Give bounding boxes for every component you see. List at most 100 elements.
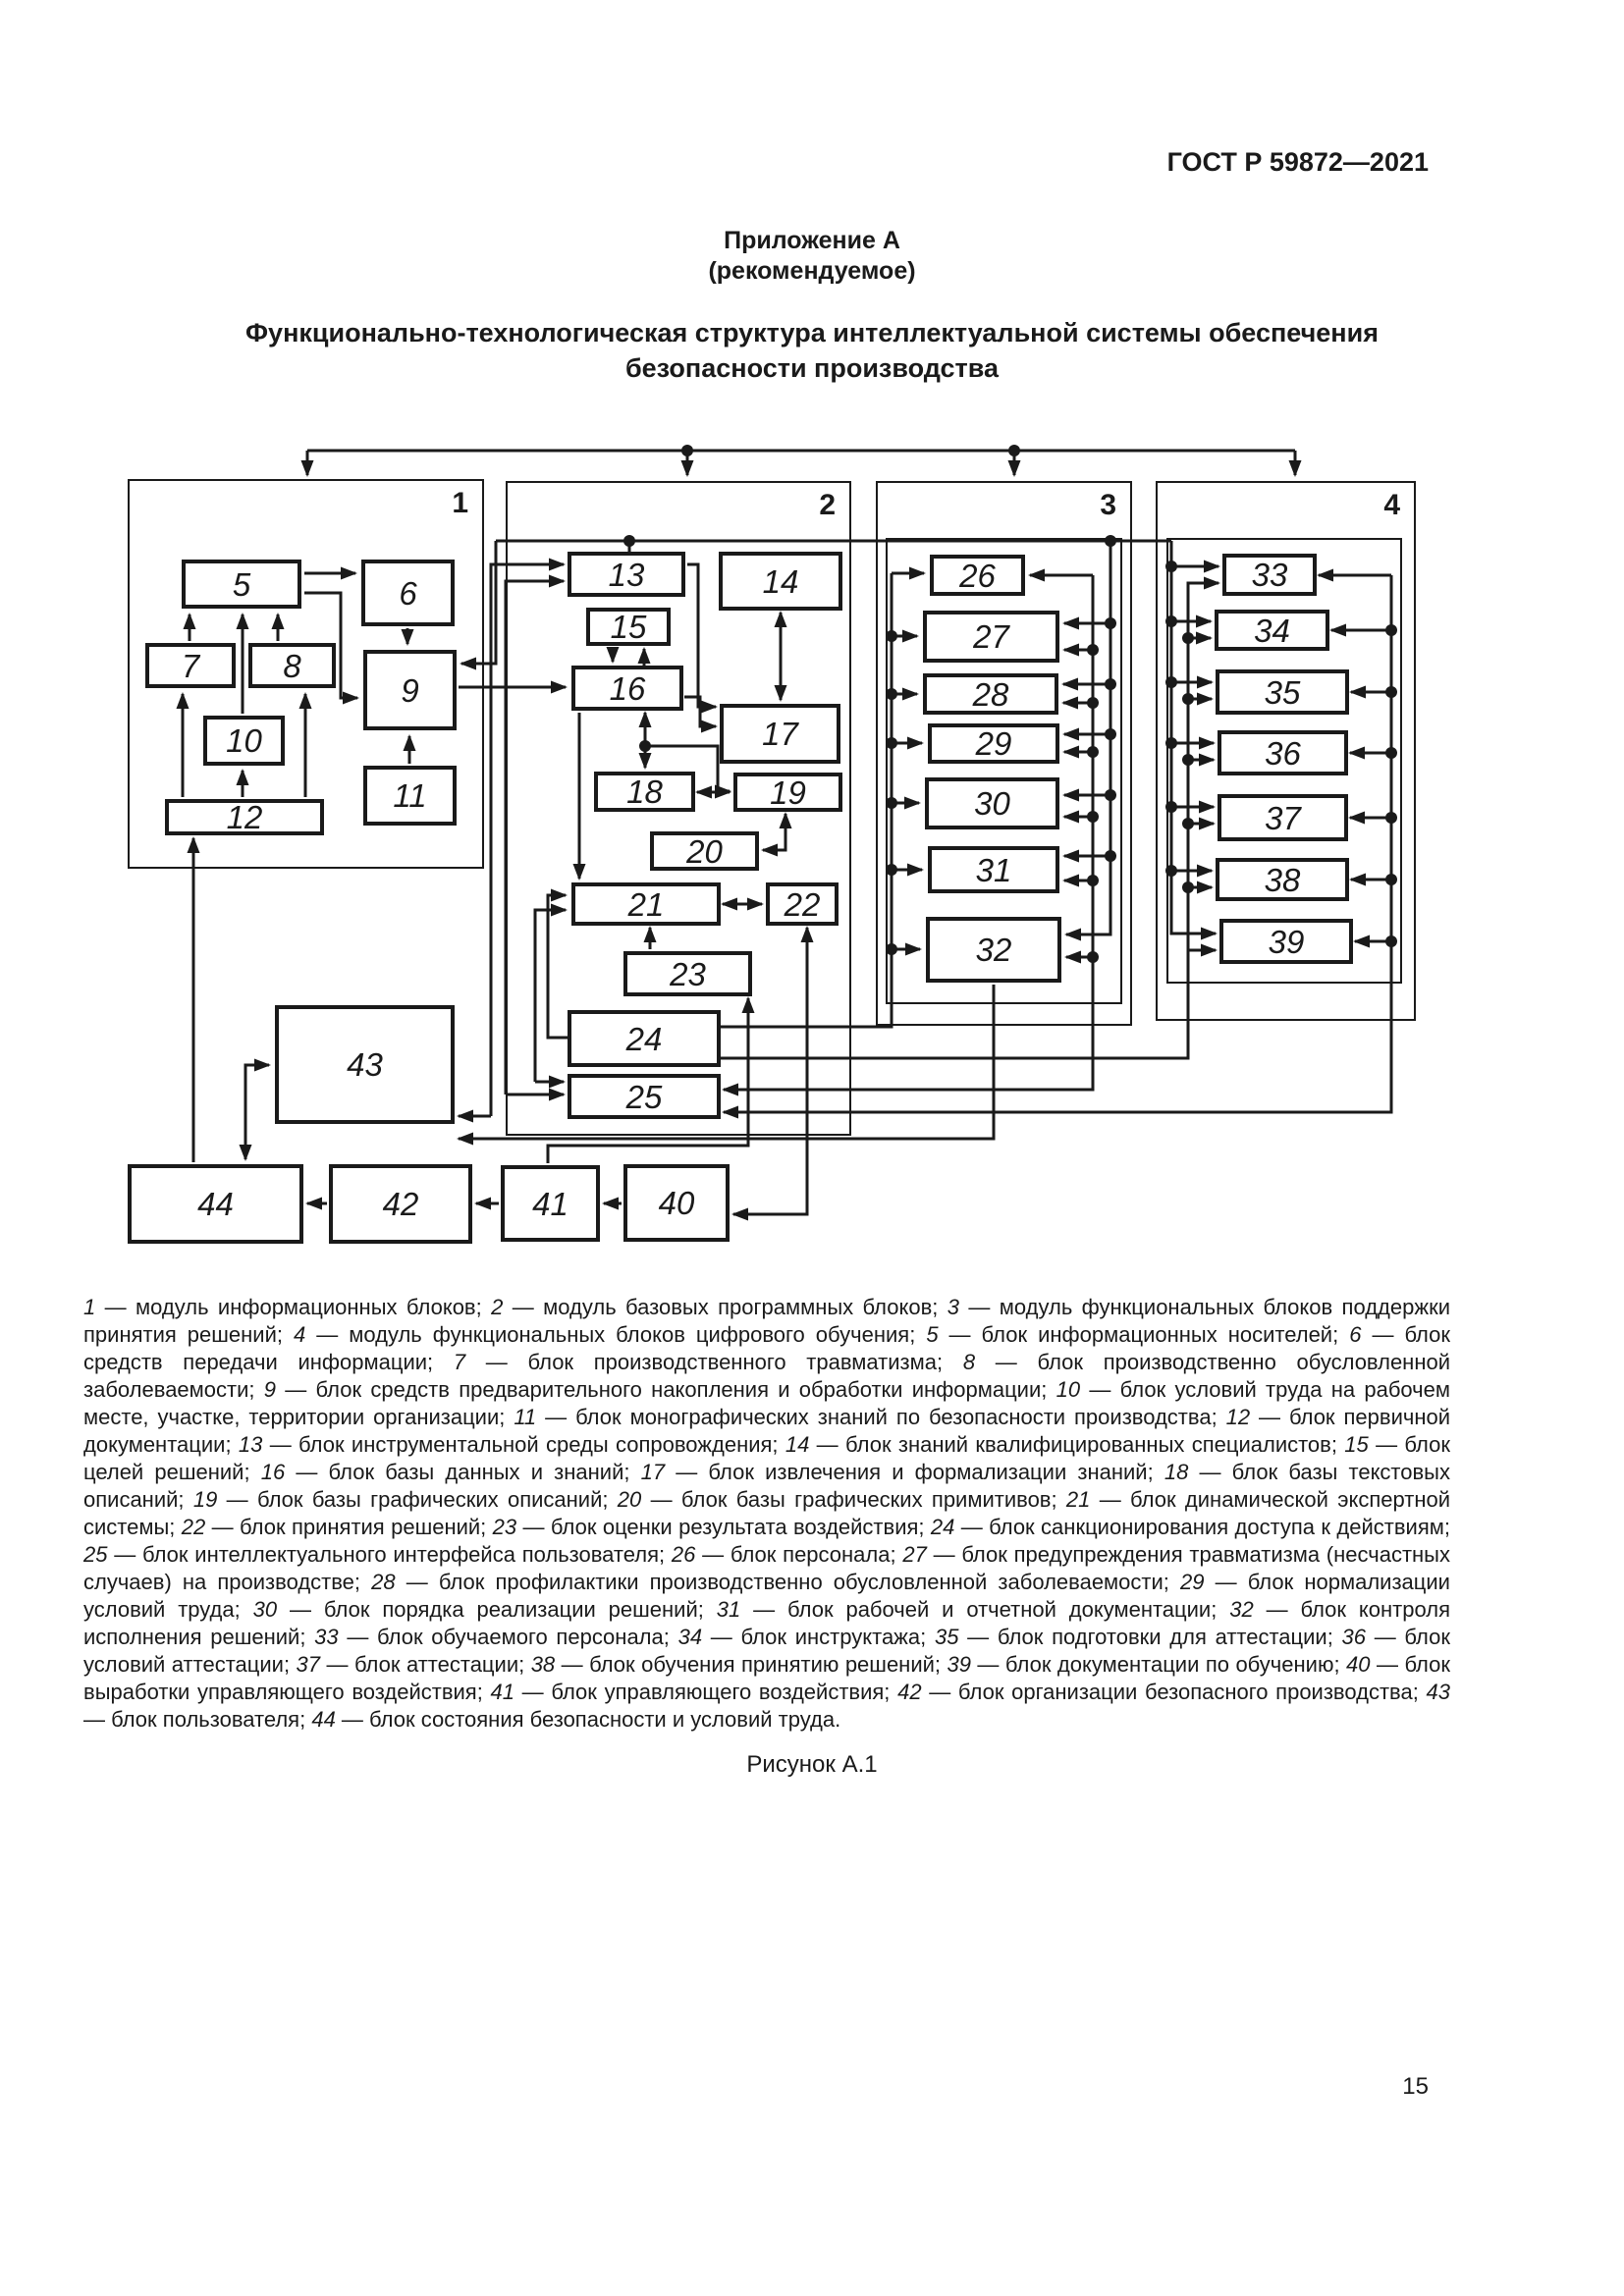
legend-num-9: 9 — [263, 1377, 277, 1402]
module-4-label: 4 — [1383, 489, 1400, 521]
legend-num-2: 2 — [491, 1295, 504, 1319]
legend-num-41: 41 — [490, 1680, 514, 1704]
block-34: 34 — [1215, 610, 1329, 651]
junction-dot — [1182, 754, 1194, 766]
module-1-label: 1 — [452, 487, 468, 519]
junction-dot — [886, 797, 897, 809]
block-40: 40 — [623, 1164, 730, 1242]
junction-dot — [1087, 644, 1099, 656]
legend-num-27: 27 — [902, 1542, 927, 1567]
junction-dot — [1087, 875, 1099, 886]
junction-dot — [1105, 728, 1116, 740]
legend-num-13: 13 — [238, 1432, 263, 1457]
legend-num-11: 11 — [514, 1405, 537, 1429]
block-13: 13 — [568, 552, 685, 597]
legend-num-36: 36 — [1341, 1625, 1367, 1649]
module-2-label: 2 — [819, 489, 836, 521]
block-18: 18 — [594, 772, 695, 812]
junction-dot — [1182, 693, 1194, 705]
legend-num-22: 22 — [181, 1515, 206, 1539]
block-7: 7 — [145, 643, 236, 688]
connector — [239, 1058, 271, 1161]
legend-num-17: 17 — [640, 1460, 666, 1484]
block-11: 11 — [363, 766, 457, 826]
block-9: 9 — [363, 650, 457, 730]
junction-dot — [1105, 850, 1116, 862]
page-title-line2: безопасности производства — [624, 353, 1000, 383]
junction-dot — [1087, 746, 1099, 758]
block-33: 33 — [1222, 554, 1317, 596]
block-6: 6 — [361, 560, 455, 626]
connector — [687, 562, 718, 714]
block-19: 19 — [733, 773, 842, 812]
junction-dot — [886, 737, 897, 749]
block-39: 39 — [1219, 919, 1353, 964]
module-1: 1 — [128, 479, 484, 869]
connector — [684, 695, 718, 733]
legend-num-26: 26 — [671, 1542, 696, 1567]
module-frame-4 — [1166, 538, 1402, 984]
junction-dot — [1385, 935, 1397, 947]
legend-num-35: 35 — [934, 1625, 959, 1649]
block-16: 16 — [571, 666, 683, 711]
junction-dot — [1385, 747, 1397, 759]
junction-dot — [1087, 811, 1099, 823]
junction-dot — [639, 740, 651, 752]
legend-num-7: 7 — [453, 1350, 466, 1374]
legend-num-18: 18 — [1164, 1460, 1189, 1484]
junction-dot — [1105, 789, 1116, 801]
legend-num-44: 44 — [311, 1707, 336, 1732]
block-14: 14 — [719, 552, 842, 611]
appendix-title: Приложение А — [724, 227, 900, 254]
figure-caption: Рисунок А.1 — [746, 1751, 878, 1778]
junction-dot — [1165, 801, 1177, 813]
connector — [304, 591, 359, 705]
connector — [489, 558, 566, 1116]
connector — [533, 903, 568, 1082]
block-5: 5 — [182, 560, 301, 609]
legend-num-25: 25 — [83, 1542, 108, 1567]
legend-num-8: 8 — [962, 1350, 976, 1374]
legend-num-39: 39 — [947, 1652, 971, 1677]
block-38: 38 — [1216, 858, 1349, 901]
block-41: 41 — [501, 1165, 600, 1242]
legend-num-31: 31 — [716, 1597, 741, 1622]
legend-num-4: 4 — [293, 1322, 306, 1347]
block-43: 43 — [275, 1005, 455, 1124]
block-17: 17 — [720, 704, 840, 764]
legend-num-30: 30 — [252, 1597, 278, 1622]
legend-num-3: 3 — [947, 1295, 960, 1319]
legend-num-40: 40 — [1346, 1652, 1371, 1677]
connector — [731, 926, 814, 1221]
legend-num-24: 24 — [930, 1515, 955, 1539]
block-10: 10 — [203, 716, 285, 766]
junction-dot — [1385, 812, 1397, 824]
junction-dot — [1182, 818, 1194, 829]
legend-num-32: 32 — [1229, 1597, 1254, 1622]
junction-dot — [1385, 874, 1397, 885]
block-15: 15 — [586, 608, 671, 646]
junction-dot — [681, 445, 693, 456]
junction-dot — [1182, 881, 1194, 893]
legend-num-16: 16 — [260, 1460, 286, 1484]
block-26: 26 — [930, 555, 1025, 596]
block-44: 44 — [128, 1164, 303, 1244]
block-42: 42 — [329, 1164, 472, 1244]
junction-dot — [1165, 615, 1177, 627]
legend-num-12: 12 — [1225, 1405, 1251, 1429]
module-3-label: 3 — [1100, 489, 1116, 521]
junction-dot — [1165, 737, 1177, 749]
legend-num-42: 42 — [897, 1680, 922, 1704]
junction-dot — [886, 943, 897, 955]
appendix-subtitle: (рекомендуемое) — [708, 257, 916, 285]
block-25: 25 — [568, 1074, 721, 1119]
junction-dot — [1105, 535, 1116, 547]
junction-dot — [886, 864, 897, 876]
legend-num-19: 19 — [192, 1487, 218, 1512]
block-37: 37 — [1218, 794, 1348, 841]
block-24: 24 — [568, 1010, 721, 1067]
junction-dot — [1385, 686, 1397, 698]
module-3: 3 — [876, 481, 1132, 1026]
